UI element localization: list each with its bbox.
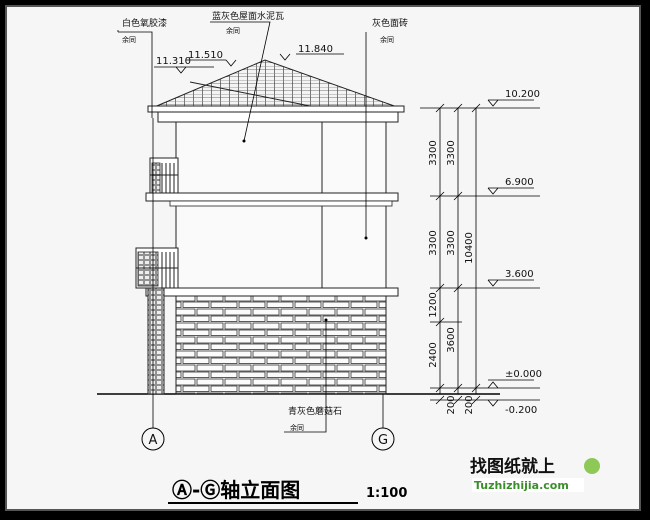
dim-200-b: 200: [464, 395, 475, 414]
watermark-url: Tuzhizhijia.com: [474, 479, 569, 492]
drawing-scale: 1:100: [366, 486, 407, 501]
floor-band-3: [145, 192, 399, 202]
elev-roof: 10.200: [505, 89, 540, 100]
hip-ridge: [189, 81, 321, 109]
dim-3300-a: 3300: [428, 140, 439, 165]
floor-band-2: [145, 287, 399, 297]
balcony-lower: [135, 247, 179, 289]
dim-3300-c: 3300: [428, 230, 439, 255]
dimension-chains: [420, 99, 540, 407]
elev-eave-b: 11.510: [188, 50, 223, 61]
dim-3600: 3600: [446, 327, 457, 352]
dim-10400: 10400: [464, 232, 475, 264]
watermark-cn: 找图纸就上: [470, 456, 555, 477]
elev-ground: ±0.000: [505, 369, 542, 380]
elev-eave-a: 11.310: [156, 56, 191, 67]
note-roof-left: 白色氧胶漆: [122, 17, 167, 29]
note-roof-mid-sub: 余同: [226, 26, 240, 35]
elev-ridge: 11.840: [298, 44, 333, 55]
side-pier: [147, 287, 165, 395]
drawing-title: Ⓐ-Ⓖ轴立面图: [172, 478, 300, 502]
dim-200-a: 200: [446, 395, 457, 414]
note-roof-mid: 蓝灰色屋面水泥瓦: [212, 10, 284, 22]
dim-3300-d: 3300: [446, 230, 457, 255]
elev-floor2: 3.600: [505, 269, 534, 280]
axis-bubble-left: [141, 427, 165, 451]
note-base: 青灰色蘑菇石: [288, 405, 342, 417]
note-wall-right: 灰色面砖: [372, 17, 408, 29]
axis-label-right: G: [378, 433, 388, 448]
note-wall-right-sub: 余同: [380, 35, 394, 44]
axis-label-left: A: [149, 433, 158, 448]
dim-3300-b: 3300: [446, 140, 457, 165]
floor-band-3-sub: [169, 200, 393, 207]
elev-outdoor: -0.200: [505, 405, 537, 416]
elev-floor3: 6.900: [505, 177, 534, 188]
axis-bubble-right: [371, 427, 395, 451]
dim-1200: 1200: [428, 292, 439, 317]
leader-lines: [117, 21, 367, 433]
eave-fascia: [157, 111, 399, 123]
dim-2400: 2400: [428, 342, 439, 367]
roof-elevation-marks: [154, 53, 344, 74]
watermark: 找图纸就上 Tuzhizhijia.com: [470, 456, 600, 492]
stone-base: [175, 295, 387, 395]
note-base-sub: 余同: [290, 423, 304, 432]
balcony-upper: [149, 157, 179, 194]
note-roof-left-sub: 余同: [122, 35, 136, 44]
upper-wall: [175, 121, 387, 295]
